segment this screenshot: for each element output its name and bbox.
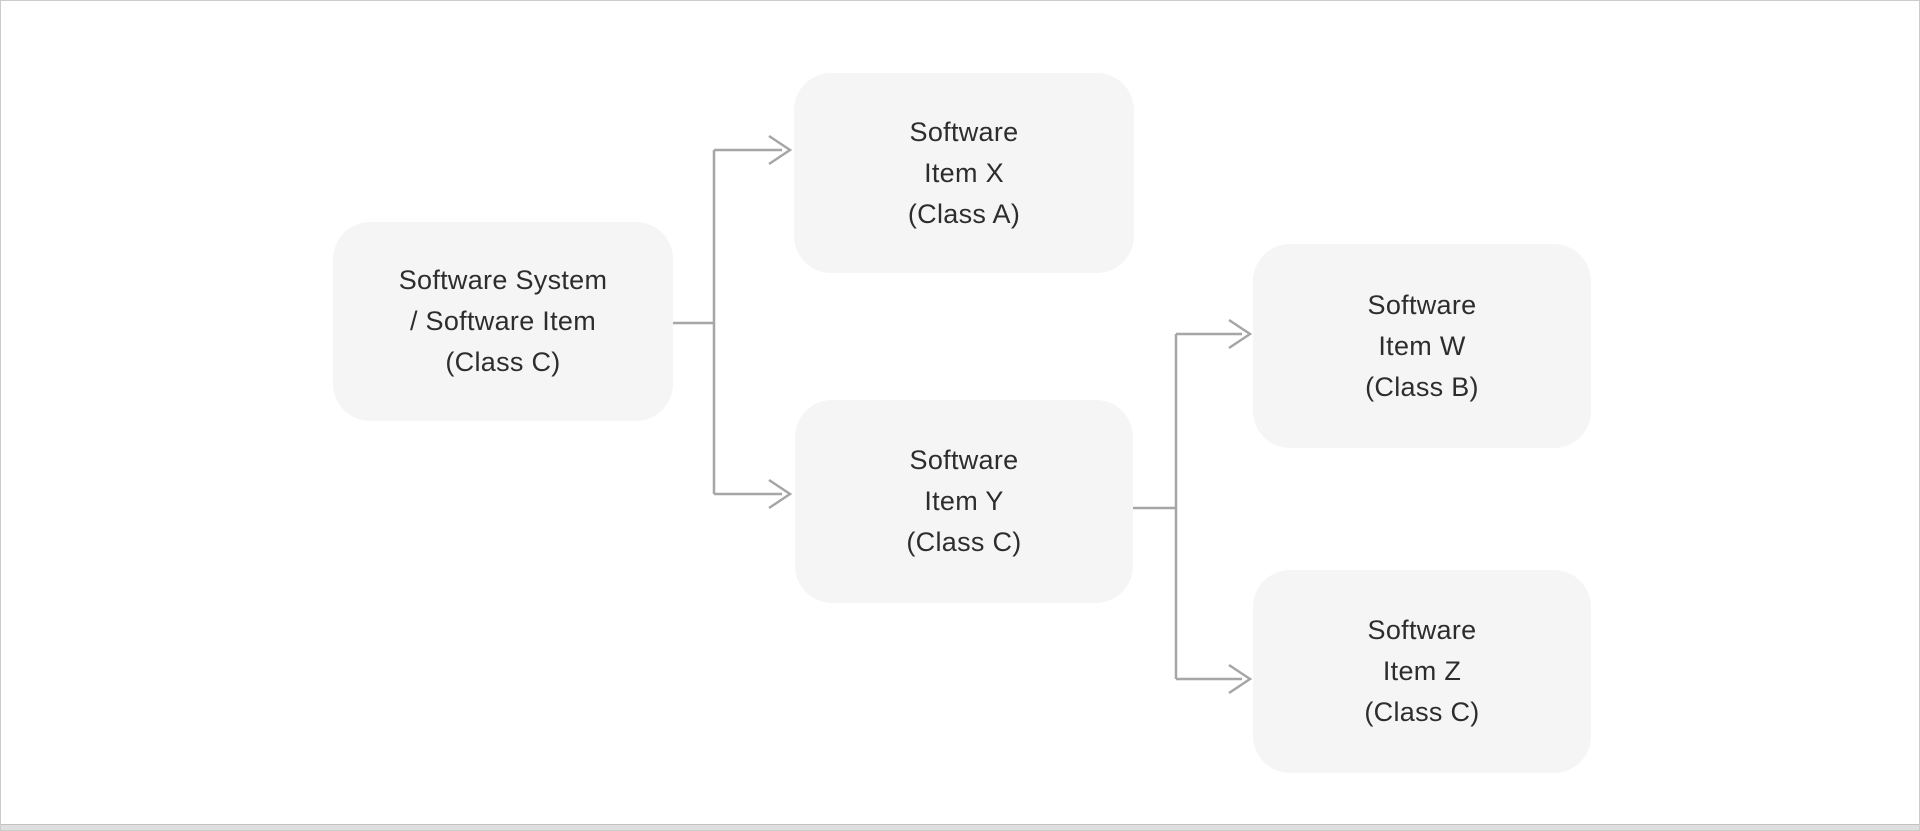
node-label-line: Item X [924,157,1004,188]
arrowhead-icon [768,134,793,166]
edge-group [673,134,1253,695]
node-software-item-y: Software Item Y (Class C) [795,400,1133,603]
node-label-line: Item W [1378,330,1466,361]
node-label-line: Item Z [1382,656,1462,686]
node-label-line: Item Y [924,486,1004,516]
node-software-item-x: Software Item X (Class A) [794,73,1134,273]
arrowhead-icon [1228,318,1253,350]
node-label-line: (Class C) [906,527,1022,557]
node-software-item-w: Software Item W (Class B) [1253,244,1591,448]
node-label-line: / Software Item [409,306,597,336]
node-label-line: Software [909,445,1019,475]
node-label-line: (Class C) [445,347,561,377]
node-label-line: (Class C) [1364,697,1480,727]
node-label-line: Software [909,116,1019,147]
node-label-line: Software System [398,265,608,295]
bottom-edge-strip [1,824,1919,830]
node-label-line: (Class B) [1365,371,1479,402]
arrowhead-icon [1228,663,1253,695]
node-label-line: Software [1367,615,1477,645]
arrowhead-icon [768,478,793,510]
node-label-line: Software [1367,289,1477,320]
node-software-system: Software System / Software Item (Class C… [333,222,673,421]
node-software-item-z: Software Item Z (Class C) [1253,570,1591,773]
node-label-line: (Class A) [907,198,1021,229]
